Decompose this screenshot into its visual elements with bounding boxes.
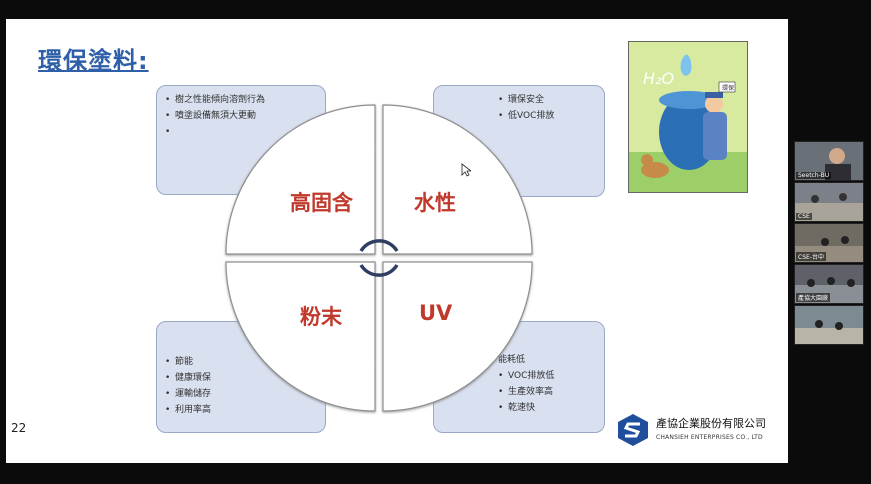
participant-video-tile[interactable] bbox=[794, 305, 864, 345]
quadrant-label-uv: UV bbox=[419, 301, 453, 325]
svg-text:H₂O: H₂O bbox=[643, 69, 674, 88]
participant-video-image bbox=[825, 148, 851, 180]
participant-video-image bbox=[795, 320, 863, 344]
quadrant-circle bbox=[225, 104, 533, 412]
participant-video-tile[interactable]: Seetch-BU bbox=[794, 141, 864, 181]
mouse-cursor-icon bbox=[461, 163, 471, 177]
participant-video-tile[interactable]: 產協大園廠 bbox=[794, 264, 864, 304]
list-item: •環保安全 bbox=[498, 95, 545, 105]
environment-cartoon-image: 環保 H₂O bbox=[628, 41, 748, 193]
list-item: 能耗低 bbox=[498, 355, 526, 365]
list-item: •樹之性能傾向溶劑行為 bbox=[165, 95, 266, 105]
list-item: •節能 bbox=[165, 357, 194, 367]
company-logo-mark bbox=[618, 414, 648, 446]
quadrant-bottom-left bbox=[225, 261, 376, 412]
slide-title: 環保塗料: bbox=[38, 47, 149, 75]
slide-page-number: 22 bbox=[11, 421, 27, 435]
quadrant-label-waterborne: 水性 bbox=[414, 191, 456, 215]
participant-name: Seetch-BU bbox=[796, 172, 832, 179]
list-item: •生產效率高 bbox=[498, 387, 554, 397]
quadrant-top-right bbox=[382, 104, 533, 255]
company-name-en: CHANSIEH ENTERPRISES CO., LTD bbox=[656, 434, 763, 441]
quadrant-bottom-right bbox=[382, 261, 533, 412]
list-item: •健康環保 bbox=[165, 373, 212, 383]
list-item: •利用率高 bbox=[165, 405, 212, 415]
cartoon-sign: 環保 bbox=[722, 84, 734, 92]
quadrant-label-high-solids: 高固含 bbox=[290, 191, 353, 215]
cycle-arrows-icon bbox=[359, 239, 399, 277]
participant-video-image bbox=[795, 193, 863, 221]
participant-video-tile[interactable]: CSE-台中 bbox=[794, 223, 864, 263]
participant-name: CSE bbox=[796, 213, 812, 220]
list-item: • bbox=[165, 127, 171, 137]
list-item: •乾速快 bbox=[498, 403, 536, 413]
list-item: •低VOC排放 bbox=[498, 111, 555, 121]
company-logo: 產協企業股份有限公司 CHANSIEH ENTERPRISES CO., LTD bbox=[616, 413, 776, 453]
company-name: 產協企業股份有限公司 bbox=[656, 417, 766, 430]
shared-slide: 環保塗料: •樹之性能傾向溶劑行為 •噴塗設備無須大更動 • •環保安全 •低V… bbox=[6, 19, 788, 463]
quadrant-label-powder: 粉末 bbox=[300, 305, 342, 329]
participant-video-tile[interactable]: CSE bbox=[794, 182, 864, 222]
quadrant-top-left bbox=[225, 104, 376, 255]
list-item: •運輸儲存 bbox=[165, 389, 212, 399]
list-item: •噴塗設備無須大更動 bbox=[165, 111, 257, 121]
list-item: •VOC排放低 bbox=[498, 371, 555, 381]
participant-name: 產協大園廠 bbox=[796, 293, 831, 302]
participant-name: CSE-台中 bbox=[796, 252, 826, 261]
